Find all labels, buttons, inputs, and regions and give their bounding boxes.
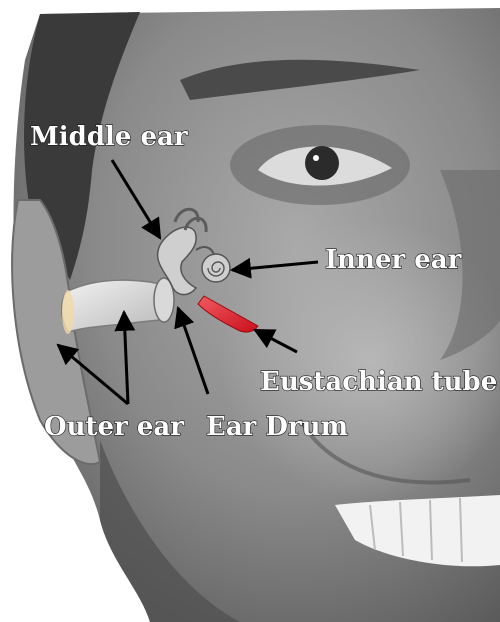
arrow-eustachian-tube [253,328,298,354]
jaw-stubble [100,440,240,622]
ear-anatomy-illustration [61,207,259,334]
iris [305,146,339,180]
auditory-nerve [195,246,215,256]
arrow-middle-ear [110,159,162,240]
arrow-outer-ear-canal [114,309,136,405]
arrow-outer-ear-pinna [56,343,129,406]
pinna [11,199,102,466]
teeth [335,495,500,567]
label-middle-ear: Middle ear [30,122,188,152]
label-outer-ear: Outer ear [44,412,184,442]
arrow-ear-drum [174,306,210,395]
ossicles [156,226,198,296]
canal-opening-glow [62,290,74,334]
eardrum [153,277,175,323]
eyebrow [180,59,420,100]
eustachian-tube [197,295,259,333]
cheek-highlight [220,220,500,500]
cochlea [201,253,231,283]
nose [440,170,500,360]
smile-line [298,418,471,485]
face-photo [11,8,500,622]
arrow-inner-ear [229,257,319,279]
label-inner-ear: Inner ear [325,245,462,275]
arrows [56,159,319,406]
hair [24,12,141,280]
label-eustachian-tube: Eustachian tube [260,367,497,397]
label-ear-drum: Ear Drum [206,412,348,442]
cochlea-spiral [207,261,225,277]
labels: Middle ear Inner ear Eustachian tube Out… [29,121,497,442]
pupil-glint [313,155,319,161]
teeth-gaps [369,497,463,563]
semicircular-canals [173,207,208,233]
